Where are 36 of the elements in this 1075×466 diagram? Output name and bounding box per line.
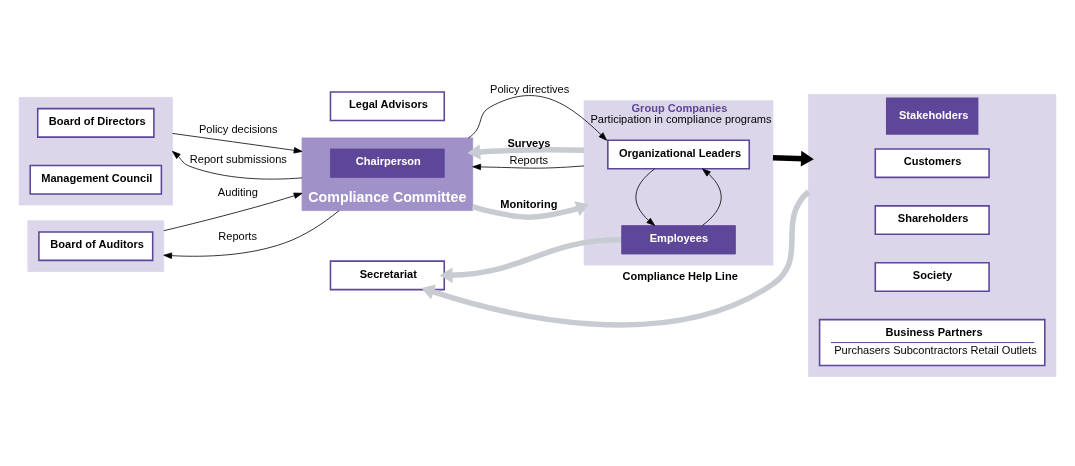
cluster bbox=[27, 219, 165, 272]
arrow bbox=[467, 143, 585, 160]
node-box: Chairperson bbox=[330, 148, 445, 178]
edge-label: Auditing bbox=[217, 185, 258, 198]
node-box: Legal Advisors bbox=[329, 90, 446, 121]
arrow bbox=[439, 236, 621, 283]
edge-label: Surveys bbox=[507, 136, 551, 149]
arrow bbox=[172, 150, 303, 179]
arrow bbox=[635, 168, 656, 226]
edge-label: Reports bbox=[509, 153, 549, 166]
arrow bbox=[471, 200, 590, 220]
node-box: Business Partners Purchasers Subcontractors Retail Outlets bbox=[818, 318, 1046, 366]
edge-label: Compliance Help Line bbox=[622, 269, 738, 282]
edge-label: Report submissions bbox=[189, 152, 287, 165]
arrow bbox=[172, 132, 303, 153]
edge-label: Reports bbox=[218, 229, 257, 242]
cluster bbox=[18, 96, 173, 205]
edge-label: Policy directives bbox=[490, 82, 570, 95]
edge-label: Monitoring bbox=[500, 197, 558, 210]
node-box: Management Council bbox=[29, 164, 163, 195]
edge-label: Policy decisions bbox=[198, 122, 278, 135]
node-box: Customers bbox=[874, 147, 990, 178]
node-box: Organizational Leaders bbox=[607, 138, 751, 169]
arrow bbox=[702, 168, 722, 226]
arrow bbox=[163, 192, 303, 231]
node-box: Board of Directors bbox=[36, 107, 155, 138]
node-box: Board of Auditors bbox=[38, 230, 154, 261]
node-box: Shareholders bbox=[874, 204, 990, 235]
arrow bbox=[472, 163, 585, 170]
arrow bbox=[468, 94, 608, 141]
arrow bbox=[772, 150, 814, 166]
node-box: Employees bbox=[621, 224, 736, 254]
node-box: Secretariat bbox=[329, 259, 446, 290]
arrow bbox=[163, 209, 340, 259]
arrow bbox=[421, 189, 811, 328]
node-box: Society bbox=[874, 261, 990, 292]
